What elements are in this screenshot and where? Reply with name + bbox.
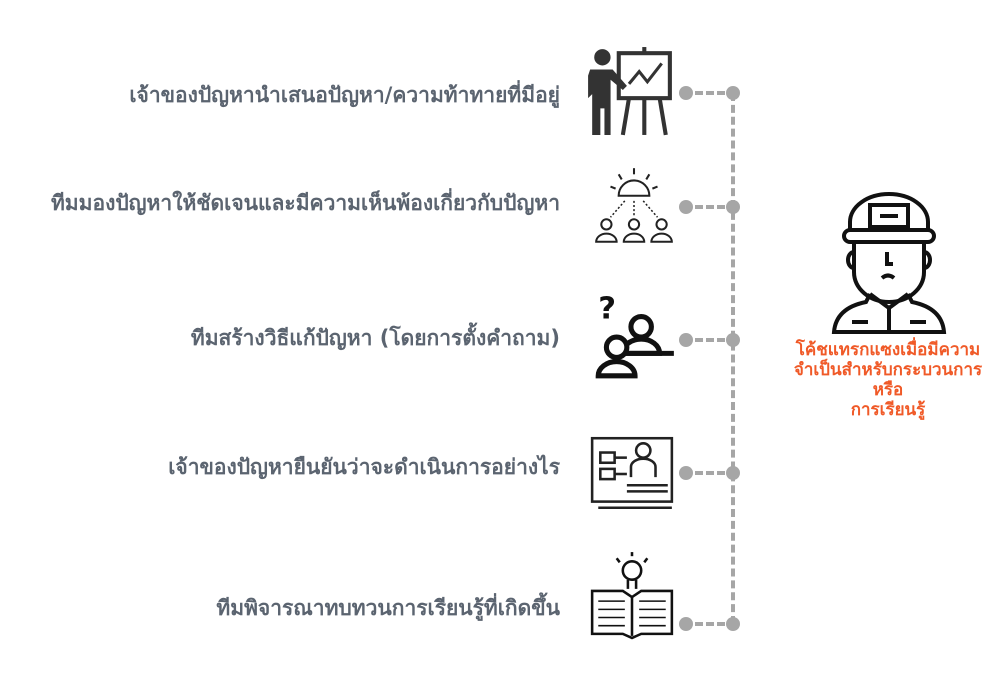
step-1-text: เจ้าของปัญหานำเสนอปัญหา/ความท้าทายที่มีอ… — [129, 83, 560, 107]
connector-dot — [726, 333, 740, 347]
coach-caption-line: การเรียนรู้ — [850, 400, 926, 420]
connector-dot — [679, 333, 693, 347]
connector-dot — [726, 200, 740, 214]
connector-dot — [726, 617, 740, 631]
step-4-text: เจ้าของปัญหายืนยันว่าจะดำเนินการอย่างไร — [168, 455, 560, 479]
coach-icon — [830, 190, 948, 335]
coach-caption-line: โค้ชแทรกแซงเมื่อมีความ — [795, 340, 981, 360]
svg-text:?: ? — [598, 292, 616, 327]
question-people-icon: ? — [588, 290, 680, 382]
connector-dot — [679, 200, 693, 214]
connector-dot — [679, 86, 693, 100]
coach-caption: โค้ชแทรกแซงเมื่อมีความ จำเป็นสำหรับกระบว… — [770, 340, 1000, 420]
connector-dot — [726, 466, 740, 480]
profile-document-icon — [586, 428, 678, 520]
step-5-text: ทีมพิจารณาทบทวนการเรียนรู้ที่เกิดขึ้น — [216, 596, 560, 620]
coach-caption-line: หรือ — [872, 380, 904, 400]
connector-dot — [679, 466, 693, 480]
book-lightbulb-icon — [586, 548, 678, 640]
step-2-text: ทีมมองปัญหาให้ชัดเจนและมีความเห็นพ้องเกี… — [0, 188, 560, 218]
connector-dot — [726, 86, 740, 100]
connector-dash — [695, 91, 725, 99]
connector-dash — [695, 471, 725, 479]
step-2-label: ทีมมองปัญหาให้ชัดเจนและมีความเห็นพ้องเกี… — [50, 191, 560, 215]
presentation-icon — [584, 45, 676, 137]
step-3-text: ทีมสร้างวิธีแก้ปัญหา (โดยการตั้งคำถาม) — [190, 326, 560, 350]
connector-dash — [695, 338, 725, 346]
connector-dash — [695, 622, 725, 630]
team-idea-icon — [588, 160, 680, 252]
connector-dash — [695, 205, 725, 213]
coach-caption-line: จำเป็นสำหรับกระบวนการ — [793, 360, 983, 380]
timeline-connector — [731, 93, 735, 624]
connector-dot — [679, 617, 693, 631]
